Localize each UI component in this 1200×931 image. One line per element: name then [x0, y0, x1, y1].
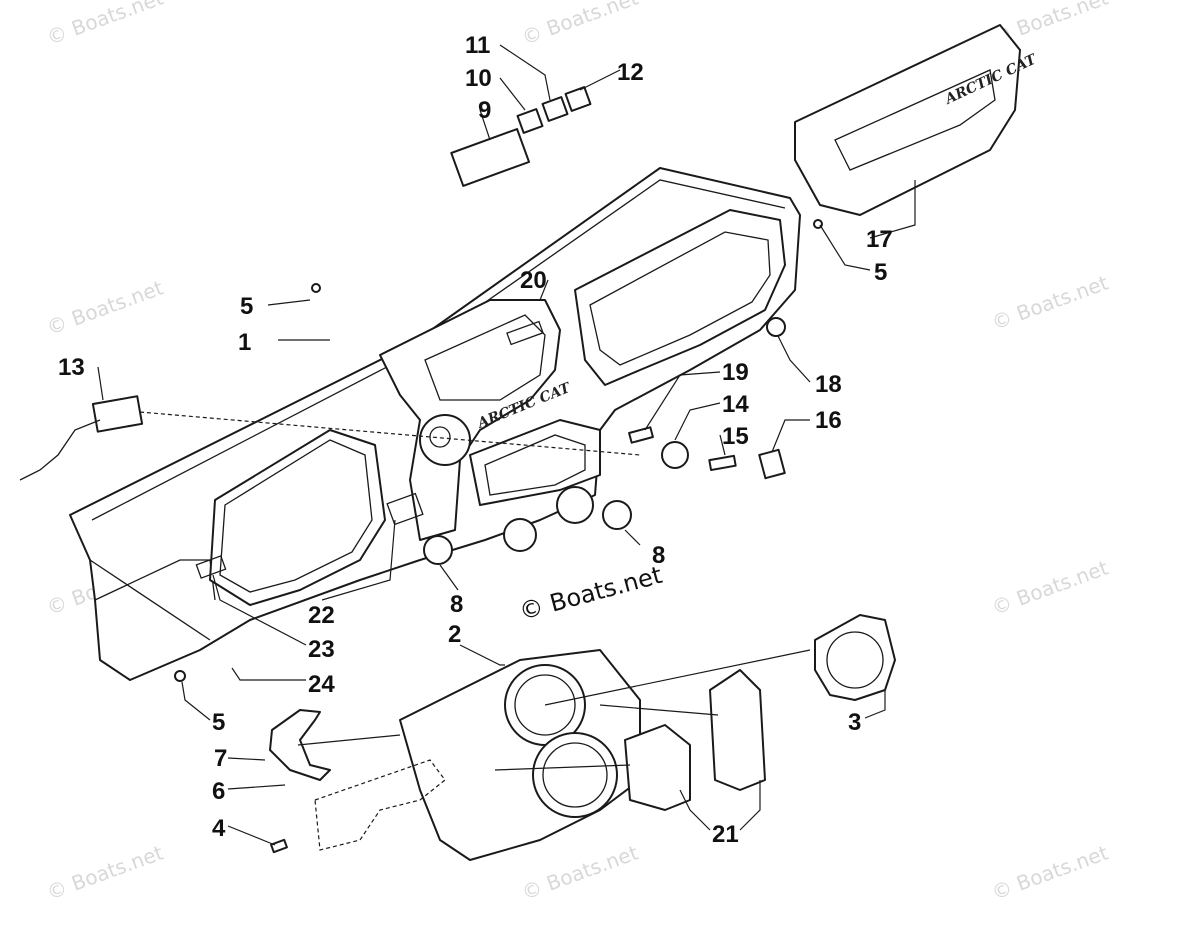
watermark-text: © Boats.net [44, 275, 167, 339]
callout-7: 7 [214, 745, 227, 772]
dash-panel[interactable]: ARCTIC CAT [69, 167, 801, 681]
callout-19: 19 [722, 359, 749, 386]
hardware[interactable] [91, 86, 823, 854]
glovebox-lid[interactable]: ARCTIC CAT [794, 24, 1040, 216]
callout-5-bottom: 5 [212, 709, 225, 736]
callout-24: 24 [308, 671, 335, 698]
callout-5-right: 5 [874, 259, 887, 286]
callout-21: 21 [712, 821, 739, 848]
callout-14: 14 [722, 391, 749, 418]
callout-6: 6 [212, 778, 225, 805]
callout-18: 18 [815, 371, 842, 398]
callout-20: 20 [520, 267, 547, 294]
watermark-text: © Boats.net [989, 840, 1112, 904]
credit-text: © Boats.net [516, 561, 665, 626]
watermark-text: © Boats.net [44, 840, 167, 904]
leader-lines [97, 44, 916, 846]
callout-23: 23 [308, 636, 335, 663]
callout-2: 2 [448, 621, 461, 648]
callout-10: 10 [465, 65, 492, 92]
callout-17: 17 [866, 226, 893, 253]
watermark-text: © Boats.net [44, 0, 167, 50]
callout-1: 1 [238, 329, 251, 356]
instrument-pod[interactable] [399, 649, 641, 861]
bracket-outline [314, 759, 446, 851]
callout-3: 3 [848, 709, 861, 736]
callout-11: 11 [465, 32, 490, 59]
callout-4: 4 [212, 815, 226, 842]
callout-8-left: 8 [450, 591, 463, 618]
watermark-text: © Boats.net [519, 840, 642, 904]
decals-21[interactable] [624, 669, 766, 811]
callout-22: 22 [308, 602, 335, 629]
speedometer[interactable] [814, 614, 896, 701]
callout-9: 9 [478, 97, 491, 124]
watermark-text: © Boats.net [519, 0, 642, 50]
watermark-text: © Boats.net [989, 555, 1112, 619]
wire-harness [19, 419, 101, 481]
callout-16: 16 [815, 407, 842, 434]
callout-12: 12 [617, 59, 644, 86]
callouts: 1 2 3 4 5 5 5 6 7 8 8 9 10 11 12 13 14 1… [58, 32, 893, 848]
callout-13: 13 [58, 354, 85, 381]
watermark-text: © Boats.net [989, 270, 1112, 334]
callout-8-right: 8 [652, 542, 665, 569]
callout-5-top: 5 [240, 293, 253, 320]
callout-15: 15 [722, 423, 749, 450]
